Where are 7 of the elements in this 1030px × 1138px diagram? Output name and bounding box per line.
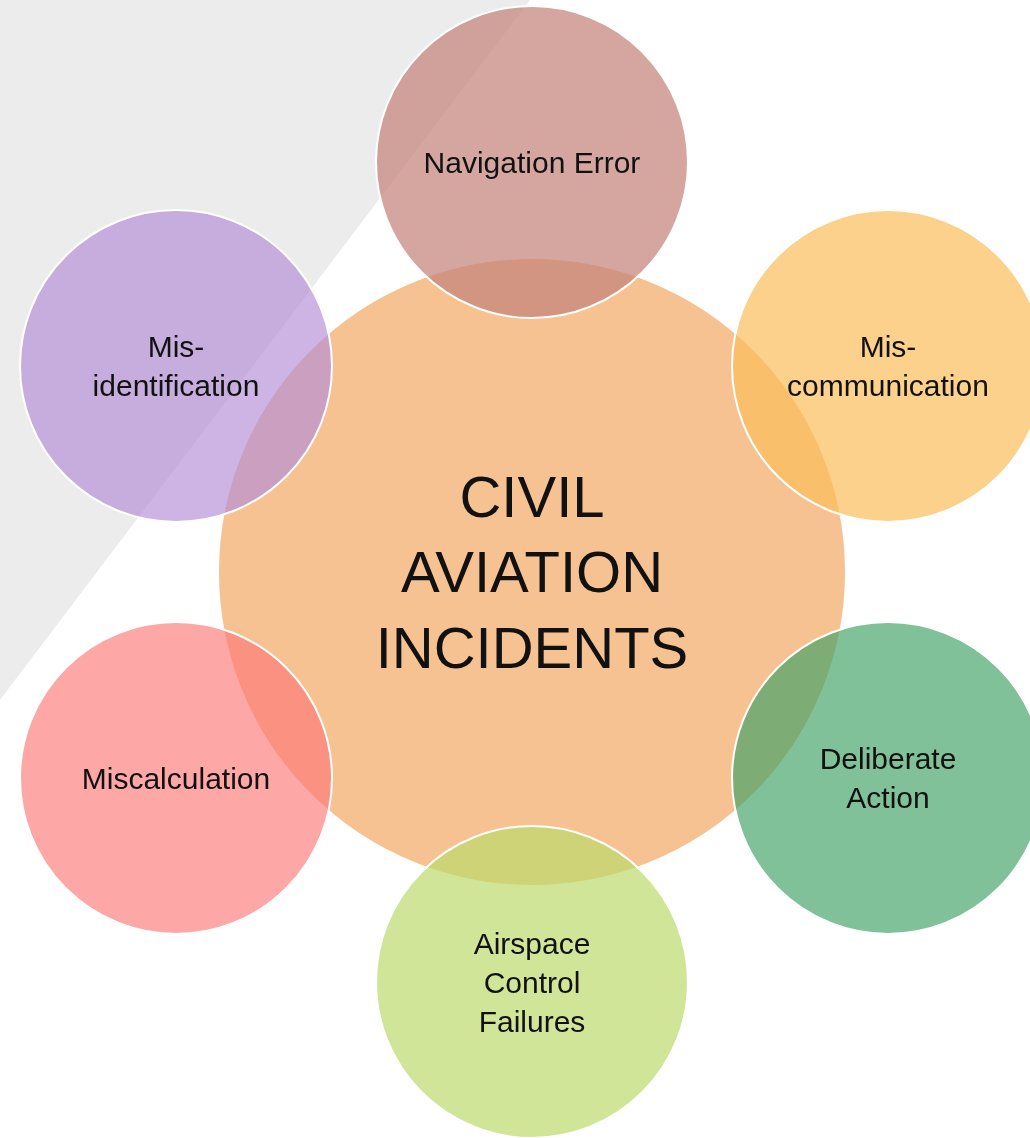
node-label: Airspace Control Failures xyxy=(472,925,592,1040)
node-label: Navigation Error xyxy=(422,144,642,181)
node-label: Mis- identification xyxy=(91,329,261,404)
node-label: Deliberate Action xyxy=(818,741,958,816)
node-label: Miscalculation xyxy=(80,760,272,797)
center-title: CIVIL AVIATION INCIDENTS xyxy=(374,462,690,682)
node-label: Mis- communication xyxy=(786,329,990,404)
